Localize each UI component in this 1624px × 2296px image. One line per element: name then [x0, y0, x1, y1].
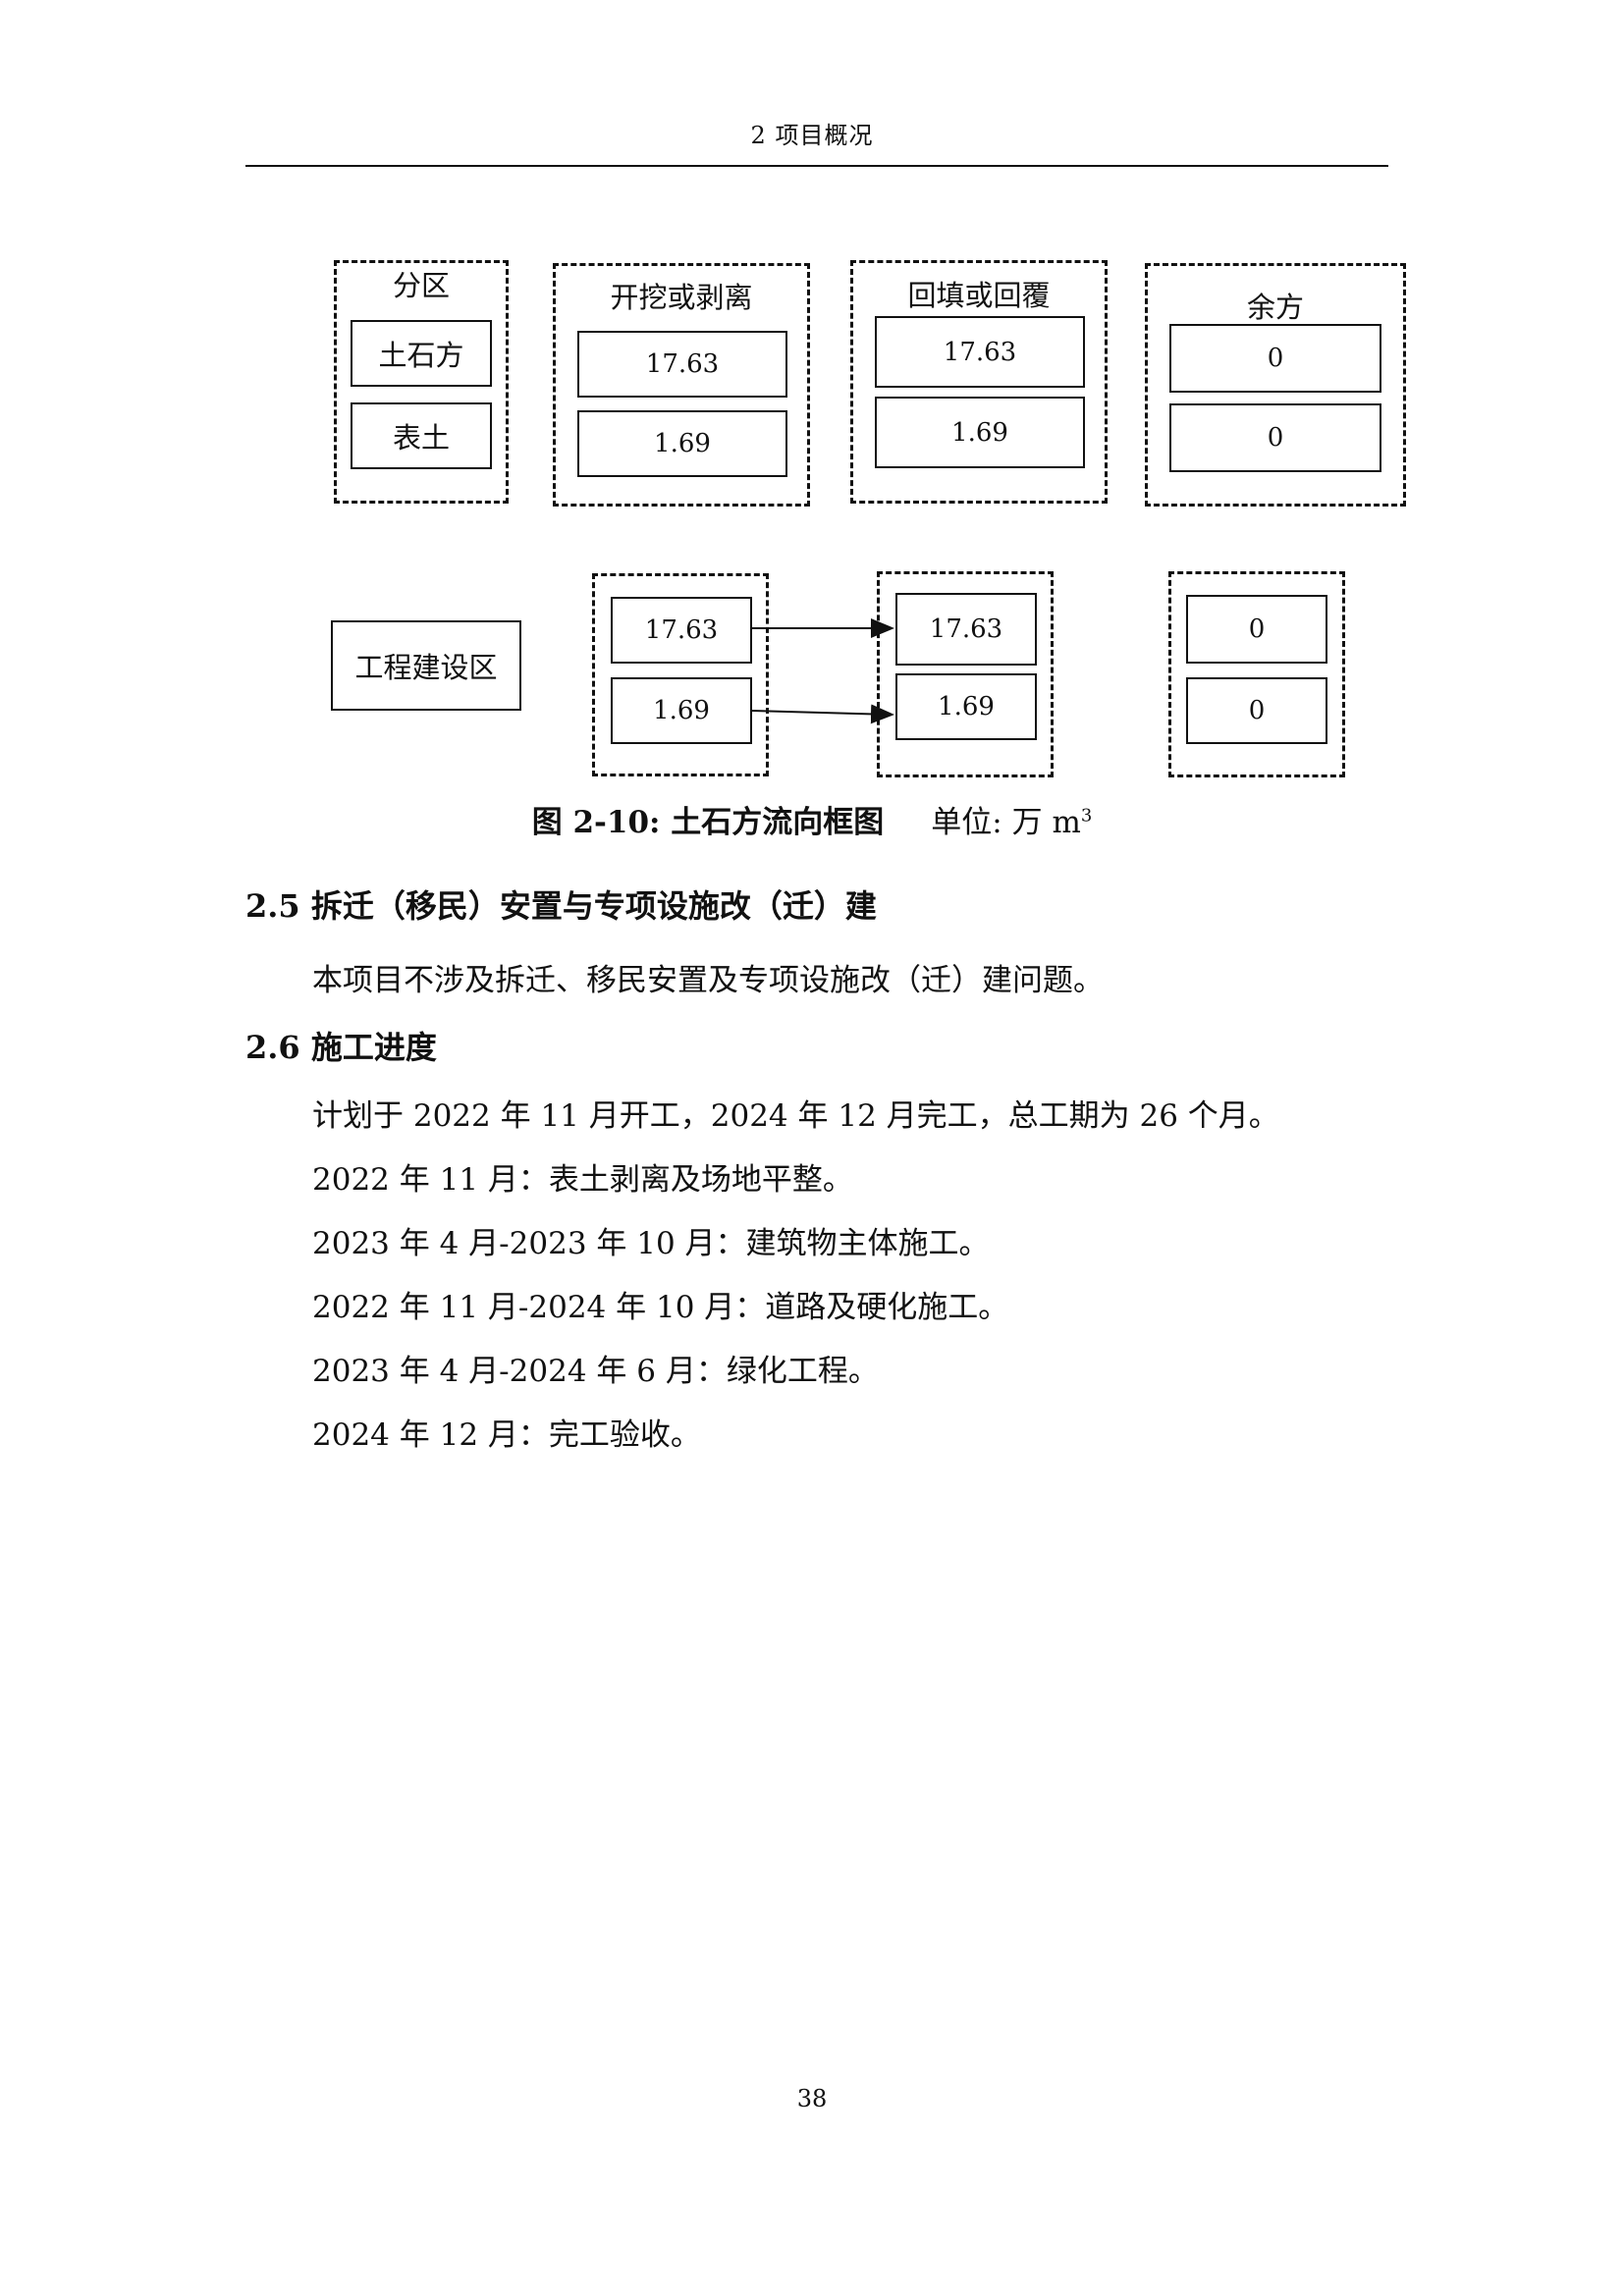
excavation-topsoil-value: 1.69	[577, 410, 787, 477]
flow-surplus-earthwork: 0	[1186, 595, 1327, 664]
excavation-group	[553, 263, 810, 507]
schedule-line: 2022 年 11 月：表土剥离及场地平整。	[312, 1162, 853, 1198]
backfill-topsoil-value: 1.69	[875, 397, 1085, 468]
flow-excavation-earthwork: 17.63	[611, 597, 752, 664]
topsoil-row-label: 表土	[351, 402, 492, 469]
backfill-header: 回填或回覆	[907, 279, 1051, 312]
zone-group	[334, 260, 509, 504]
backfill-group	[850, 260, 1108, 504]
backfill-earthwork-value: 17.63	[875, 316, 1085, 388]
running-header: 2 项目概况	[750, 122, 874, 149]
schedule-line: 计划于 2022 年 11 月开工，2024 年 12 月完工，总工期为 26 …	[312, 1098, 1279, 1134]
excavation-header: 开挖或剥离	[610, 281, 753, 314]
excavation-earthwork-value: 17.63	[577, 331, 787, 398]
flow-surplus-topsoil: 0	[1186, 677, 1327, 744]
surplus-group	[1145, 263, 1406, 507]
figure-caption: 图 2-10: 土石方流向框图 单位: 万 m3	[0, 797, 1624, 841]
flow-excavation-group	[592, 573, 769, 776]
schedule-line: 2022 年 11 月-2024 年 10 月：道路及硬化施工。	[312, 1290, 1009, 1325]
flow-excavation-topsoil: 1.69	[611, 677, 752, 744]
section-2-5-body: 本项目不涉及拆迁、移民安置及专项设施改（迁）建问题。	[312, 963, 1104, 998]
header-rule	[245, 165, 1388, 167]
schedule-line: 2023 年 4 月-2023 年 10 月：建筑物主体施工。	[312, 1226, 990, 1261]
section-2-6-heading: 2.6 施工进度	[245, 1029, 437, 1066]
surplus-header: 余方	[1246, 291, 1304, 324]
flow-backfill-earthwork: 17.63	[895, 593, 1037, 666]
construction-area-box: 工程建设区	[331, 620, 521, 711]
page-number: 38	[796, 2085, 828, 2112]
figure-caption-title: 图 2-10: 土石方流向框图	[531, 805, 885, 840]
surplus-earthwork-value: 0	[1169, 324, 1381, 393]
schedule-line: 2024 年 12 月：完工验收。	[312, 1417, 701, 1453]
flow-arrows	[752, 618, 894, 724]
topsoil-flow-arrow	[752, 704, 894, 724]
figure-caption-unit: 单位: 万 m3	[931, 805, 1093, 840]
flow-backfill-topsoil: 1.69	[895, 673, 1037, 740]
flow-backfill-group	[877, 571, 1054, 777]
flow-surplus-group	[1168, 571, 1345, 777]
earthwork-row-label: 土石方	[351, 320, 492, 387]
surplus-topsoil-value: 0	[1169, 403, 1381, 472]
section-2-5-heading: 2.5 拆迁（移民）安置与专项设施改（迁）建	[245, 887, 877, 925]
zone-header: 分区	[392, 269, 450, 302]
schedule-line: 2023 年 4 月-2024 年 6 月：绿化工程。	[312, 1354, 879, 1389]
